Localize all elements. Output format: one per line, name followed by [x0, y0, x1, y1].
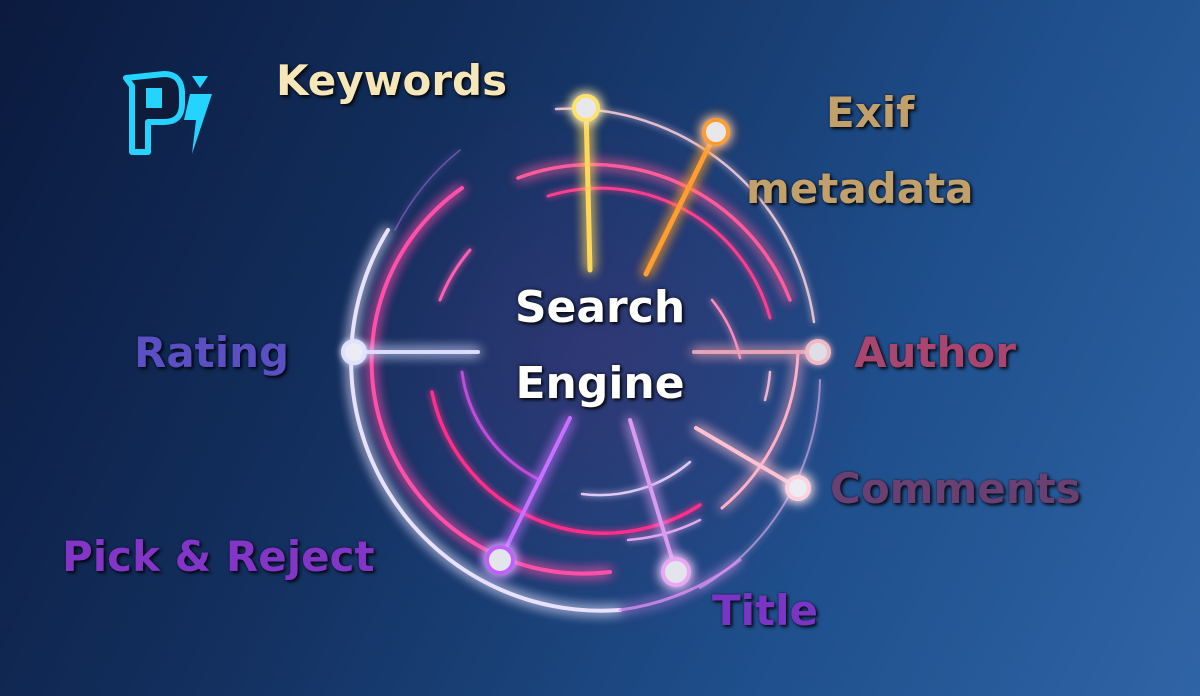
center-title-line1: Search [514, 282, 686, 333]
label-exif-line2: metadata [746, 164, 974, 213]
label-title: Title [712, 586, 819, 635]
node-comments [785, 475, 811, 501]
label-rating: Rating [134, 328, 290, 377]
node-rating [341, 339, 367, 365]
spoke-title [628, 418, 678, 574]
pi-logo-icon [123, 71, 212, 155]
spokes [352, 105, 820, 574]
label-exif-line1: Exif [826, 88, 915, 137]
nodes [341, 94, 831, 587]
ring-outer-thick [349, 228, 742, 613]
spoke-pick-reject [498, 416, 572, 562]
label-comments: Comments [830, 464, 1081, 513]
label-author: Author [854, 328, 1016, 377]
node-exif [702, 118, 730, 146]
spoke-keywords [583, 105, 593, 273]
node-keywords [572, 94, 600, 122]
node-author [805, 339, 831, 365]
label-pick-reject: Pick & Reject [62, 532, 375, 581]
spoke-comments [694, 426, 800, 490]
center-glow [320, 80, 880, 640]
center-title-line2: Engine [515, 358, 685, 409]
node-title [661, 557, 691, 587]
spoke-exif [643, 129, 719, 277]
node-pick-reject [485, 545, 515, 575]
ring-second [369, 162, 800, 576]
label-keywords: Keywords [276, 56, 508, 105]
